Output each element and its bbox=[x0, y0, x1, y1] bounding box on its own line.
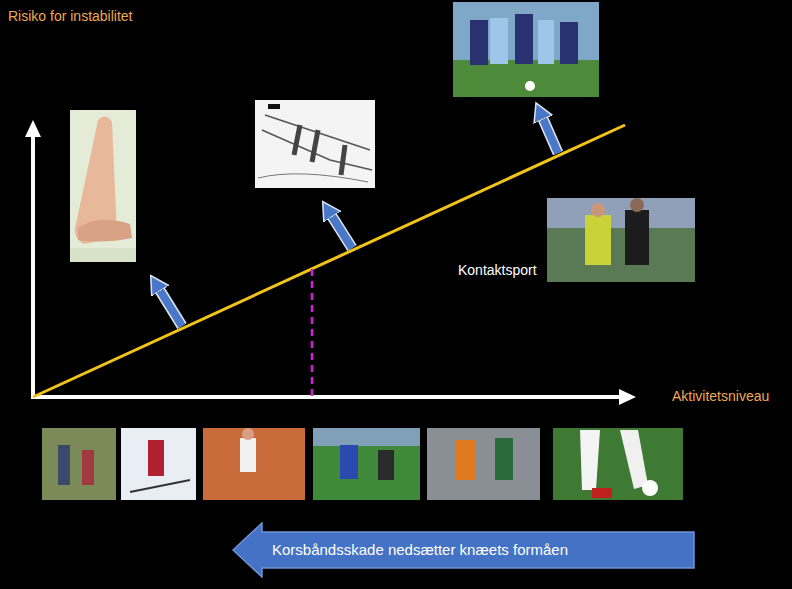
football-photo bbox=[453, 2, 599, 97]
axis-label: Risiko for instabilitet bbox=[8, 8, 133, 25]
knee-test-photo bbox=[70, 110, 136, 262]
knee-anatomy-drawing bbox=[255, 100, 375, 188]
banner-text: Korsbåndsskade nedsætter knæets formåen bbox=[272, 541, 683, 559]
threshold-line bbox=[311, 268, 314, 396]
axis-label: Kontaktsport bbox=[458, 262, 537, 279]
arrow-banner: Korsbåndsskade nedsætter knæets formåen bbox=[232, 522, 695, 578]
football-photo bbox=[547, 198, 695, 282]
x-axis bbox=[31, 395, 628, 399]
y-axis bbox=[31, 128, 35, 398]
axis-label: Aktivitetsniveau bbox=[672, 388, 769, 405]
activity-photos bbox=[42, 428, 683, 500]
